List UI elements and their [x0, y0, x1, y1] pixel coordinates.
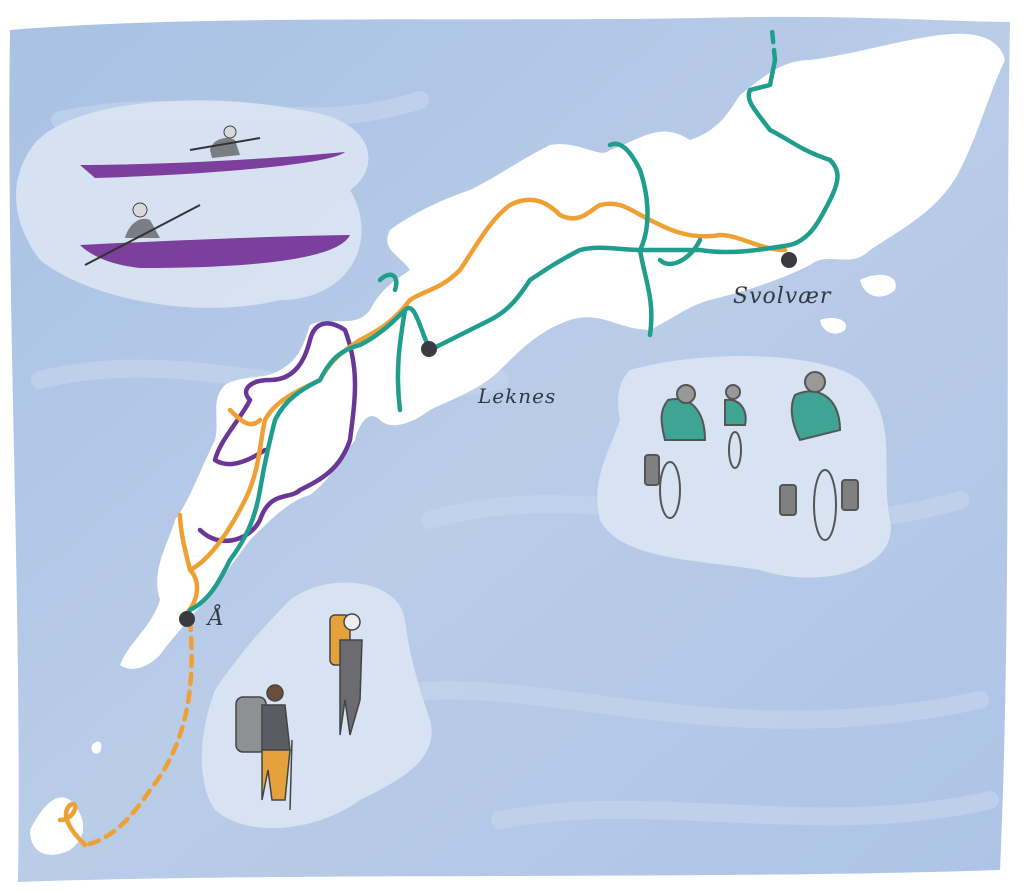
route-orange-moskenes: [57, 801, 88, 848]
route-orange: [177, 197, 788, 618]
islands: [30, 33, 1005, 855]
town-dot-leknes: [421, 341, 437, 357]
route-orange-ferry: [82, 617, 194, 848]
town-dot-a: [179, 611, 195, 627]
kayak-vignette: [16, 100, 369, 308]
town-label-leknes: Leknes: [478, 384, 557, 408]
route-purple: [197, 321, 358, 544]
town-label-a: Å: [208, 606, 225, 631]
route-teal-ferry: [769, 27, 778, 63]
hikers-illustration: [235, 613, 363, 811]
town-dot-svolvaer: [781, 252, 797, 268]
cyclists-illustration: [644, 371, 859, 541]
hikers-vignette: [201, 582, 432, 829]
town-label-svolvaer: Svolvær: [733, 284, 832, 309]
cyclists-vignette: [597, 356, 891, 578]
route-teal: [187, 57, 840, 613]
kayakers-illustration: [80, 125, 350, 268]
